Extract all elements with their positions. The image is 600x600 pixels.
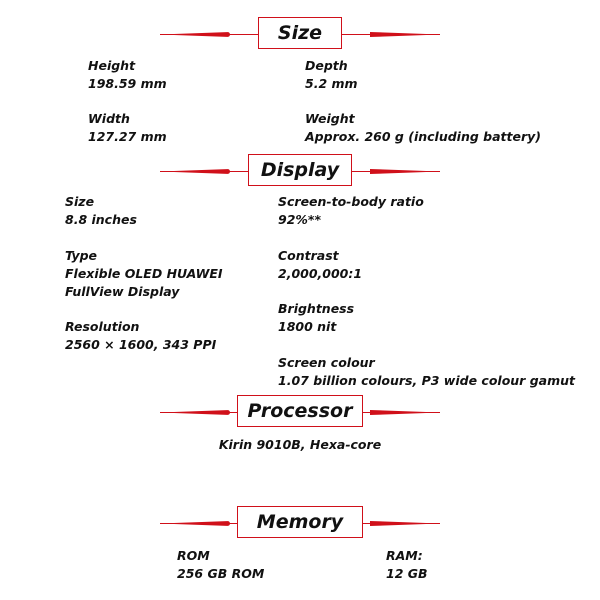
spec-rom: ROM 256 GB ROM xyxy=(177,547,264,583)
spec-display-size: Size 8.8 inches xyxy=(65,193,137,229)
spec-value: 2560 × 1600, 343 PPI xyxy=(65,337,217,352)
display-title: Display xyxy=(248,154,352,186)
spec-display-type: Type Flexible OLED HUAWEI FullView Displ… xyxy=(65,247,223,301)
memory-section-header: Memory xyxy=(0,506,600,540)
spec-processor: Kirin 9010B, Hexa-core xyxy=(0,436,600,454)
processor-title: Processor xyxy=(237,395,363,427)
spec-value: Approx. 260 g (including battery) xyxy=(305,129,541,144)
spec-resolution: Resolution 2560 × 1600, 343 PPI xyxy=(65,318,216,354)
spec-width: Width 127.27 mm xyxy=(88,110,167,146)
spec-value: 256 GB ROM xyxy=(177,566,265,581)
spec-value: 92%** xyxy=(278,212,321,227)
spec-ram: RAM: 12 GB xyxy=(386,547,428,583)
spec-label: Height xyxy=(88,58,136,73)
spec-value: 1.07 billion colours, P3 wide colour gam… xyxy=(278,373,575,388)
spec-value: 198.59 mm xyxy=(88,76,167,91)
spec-label: Size xyxy=(65,194,95,209)
spec-value: 127.27 mm xyxy=(88,129,167,144)
spec-value: Flexible OLED HUAWEI xyxy=(65,266,223,281)
spec-contrast: Contrast 2,000,000:1 xyxy=(278,247,362,283)
spec-label: RAM: xyxy=(386,548,423,563)
display-section-header: Display xyxy=(0,154,600,188)
spec-value: FullView Display xyxy=(65,284,180,299)
spec-label: Screen colour xyxy=(278,355,375,370)
spec-label: Type xyxy=(65,248,98,263)
size-section-header: Size xyxy=(0,17,600,51)
spec-label: Screen-to-body ratio xyxy=(278,194,424,209)
size-title: Size xyxy=(258,17,342,49)
spec-label: Weight xyxy=(305,111,355,126)
spec-label: Resolution xyxy=(65,319,140,334)
spec-value: 5.2 mm xyxy=(305,76,358,91)
processor-section-header: Processor xyxy=(0,395,600,429)
spec-value: 12 GB xyxy=(386,566,428,581)
spec-screen-ratio: Screen-to-body ratio 92%** xyxy=(278,193,424,229)
spec-screen-colour: Screen colour 1.07 billion colours, P3 w… xyxy=(278,354,575,390)
memory-title: Memory xyxy=(237,506,363,538)
spec-depth: Depth 5.2 mm xyxy=(305,57,358,93)
spec-value: Kirin 9010B, Hexa-core xyxy=(218,437,382,452)
spec-brightness: Brightness 1800 nit xyxy=(278,300,354,336)
spec-weight: Weight Approx. 260 g (including battery) xyxy=(305,110,541,146)
spec-value: 1800 nit xyxy=(278,319,337,334)
spec-value: 8.8 inches xyxy=(65,212,137,227)
spec-label: Width xyxy=(88,111,130,126)
spec-label: ROM xyxy=(177,548,210,563)
spec-value: 2,000,000:1 xyxy=(278,266,363,281)
spec-label: Depth xyxy=(305,58,348,73)
spec-label: Contrast xyxy=(278,248,339,263)
spec-label: Brightness xyxy=(278,301,355,316)
spec-height: Height 198.59 mm xyxy=(88,57,167,93)
